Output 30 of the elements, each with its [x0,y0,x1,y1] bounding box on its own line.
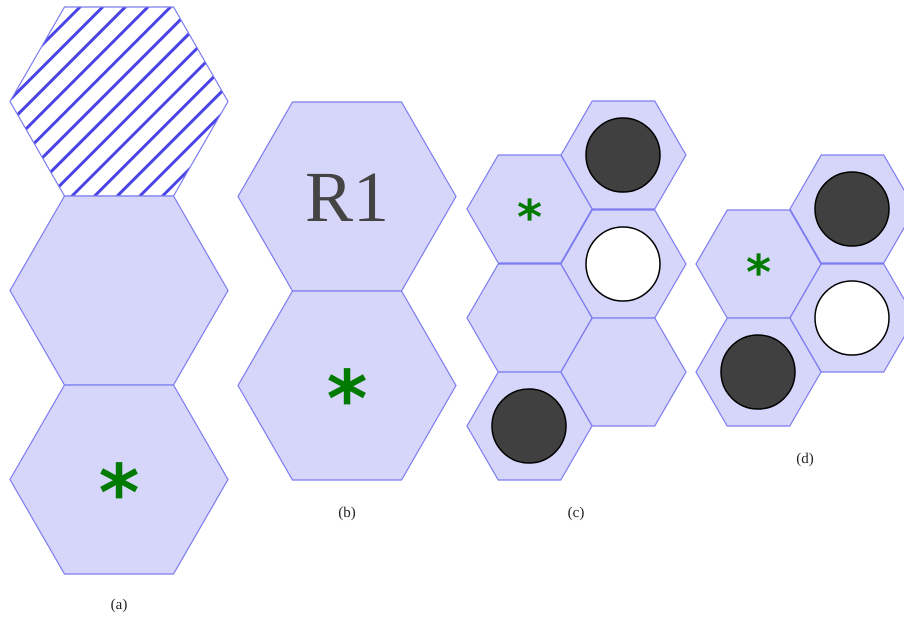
stone-piece [814,171,890,247]
hex-tile [238,291,456,480]
stone-piece [814,280,890,356]
asterisk-mark: * [98,454,140,533]
panel-caption: (b) [338,505,356,522]
panel-caption: (d) [796,451,814,468]
asterisk-mark: * [326,360,368,439]
hex-tile [467,155,592,263]
panel-caption: (c) [568,505,584,522]
hex-tile [790,264,904,372]
hex-tile [696,210,821,318]
hex-tile [561,210,686,318]
hex-tile [467,372,592,480]
stone-piece [585,117,661,193]
hex-tile [561,318,686,426]
hex-tile [10,385,228,574]
stone-piece [491,388,567,464]
asterisk-mark: * [516,194,542,242]
region-label: R1 [304,160,390,232]
hatched-hex-tile [10,7,228,196]
hex-tile [10,196,228,385]
stone-piece [720,334,796,410]
hex-tile [696,318,821,426]
asterisk-mark: * [746,248,772,297]
stone-piece [585,226,661,302]
hex-tile [561,101,686,209]
hex-tile [467,264,592,372]
panel-caption: (a) [110,597,128,614]
hex-tile [238,102,456,291]
hex-tile [790,155,904,263]
